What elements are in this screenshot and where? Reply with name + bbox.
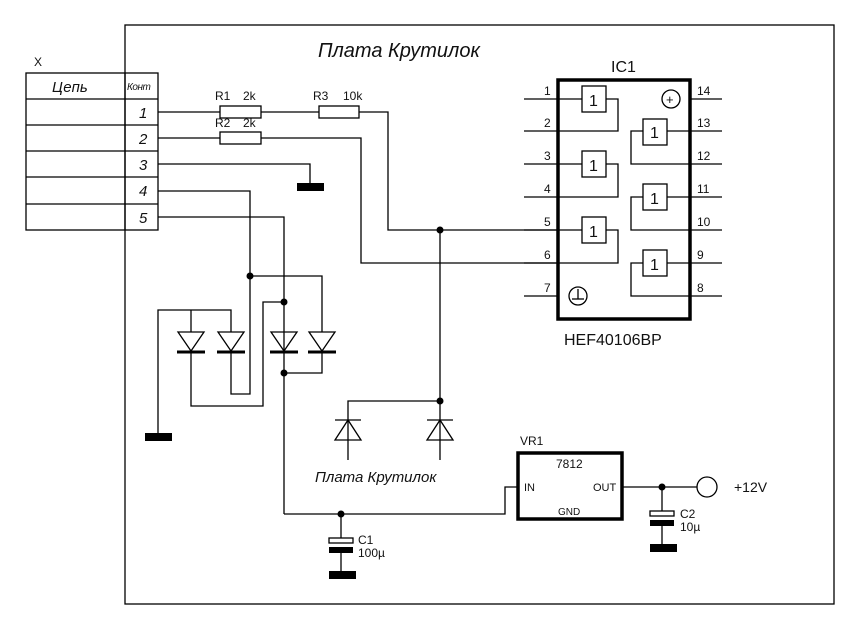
ground-symbol [329, 571, 356, 579]
diode [216, 331, 246, 354]
diode [425, 418, 455, 441]
diode [176, 331, 206, 354]
gate-label: 1 [589, 93, 598, 110]
resistor-r2-value: 2k [243, 116, 257, 130]
power-symbol: + [666, 92, 674, 107]
diode [307, 331, 337, 354]
gate-label: 1 [650, 257, 659, 274]
vr1-pin-out: OUT [593, 482, 617, 494]
vr1-ref: VR1 [520, 434, 544, 448]
board-title: Плата Крутилок [318, 40, 481, 62]
c1-value: 100µ [358, 546, 385, 560]
ground-symbol [297, 183, 324, 191]
vr1-part: 7812 [556, 457, 583, 471]
ic-pin-label: 4 [544, 182, 551, 196]
ic-pin-label: 12 [697, 149, 711, 163]
capacitor-c2: C2 10µ [649, 507, 700, 534]
ic-pin-label: 11 [697, 182, 710, 196]
gate-label: 1 [589, 158, 598, 175]
resistor-r2: R2 2k [215, 116, 262, 145]
ic-pin-label: 6 [544, 248, 551, 262]
output-label: +12V [734, 479, 768, 495]
connector-header-contact: Конт [127, 82, 150, 93]
resistor-r3: R3 10k [313, 89, 363, 119]
ground-symbol [650, 544, 677, 552]
capacitor-c1: C1 100µ [328, 533, 385, 560]
contact-5: 5 [139, 210, 148, 227]
connector-header-circuit: Цепь [52, 79, 88, 96]
contact-3: 3 [139, 157, 148, 174]
ic-pin-label: 3 [544, 149, 551, 163]
board-bottom-label: Плата Крутилок [315, 469, 437, 486]
contact-2: 2 [138, 131, 148, 148]
c2-value: 10µ [680, 520, 700, 534]
vr1-pin-in: IN [524, 482, 535, 494]
ic-pin-label: 1 [544, 84, 551, 98]
ic-pin-label: 2 [544, 116, 551, 130]
junctions [246, 226, 666, 518]
ic-pin-label: 7 [544, 281, 551, 295]
gate-label: 1 [650, 125, 659, 142]
connector-x: X Цепь Конт 1 2 3 4 5 [25, 55, 159, 231]
resistor-r1-value: 2k [243, 89, 257, 103]
regulator-vr1: VR1 7812 IN OUT GND [516, 434, 624, 521]
resistor-r1-ref: R1 [215, 89, 231, 103]
connector-designator: X [34, 55, 42, 69]
gate-label: 1 [650, 191, 659, 208]
ic-pin-label: 5 [544, 215, 551, 229]
board-frame [124, 24, 835, 605]
ic-pin-label: 10 [697, 215, 711, 229]
resistor-r2-ref: R2 [215, 116, 231, 130]
diode [333, 418, 363, 441]
ic-pin-label: 14 [697, 84, 711, 98]
ic-pin-label: 9 [697, 248, 704, 262]
power-icon [661, 89, 681, 109]
ic1-part: HEF40106BP [564, 332, 662, 349]
vr1-pin-gnd: GND [558, 507, 580, 518]
output-terminal[interactable] [696, 476, 718, 498]
resistor-r1: R1 2k [215, 89, 262, 119]
ground-icon [568, 286, 588, 306]
c2-ref: C2 [680, 507, 696, 521]
ic-pin-label: 13 [697, 116, 711, 130]
resistor-r3-ref: R3 [313, 89, 329, 103]
gate-label: 1 [589, 224, 598, 241]
contact-4: 4 [139, 183, 147, 200]
ic1-ref: IC1 [611, 59, 636, 76]
diode [269, 331, 299, 354]
resistor-r3-value: 10k [343, 89, 363, 103]
ground-symbol [145, 433, 172, 441]
c1-ref: C1 [358, 533, 374, 547]
contact-1: 1 [139, 105, 147, 122]
ic-pin-label: 8 [697, 281, 704, 295]
